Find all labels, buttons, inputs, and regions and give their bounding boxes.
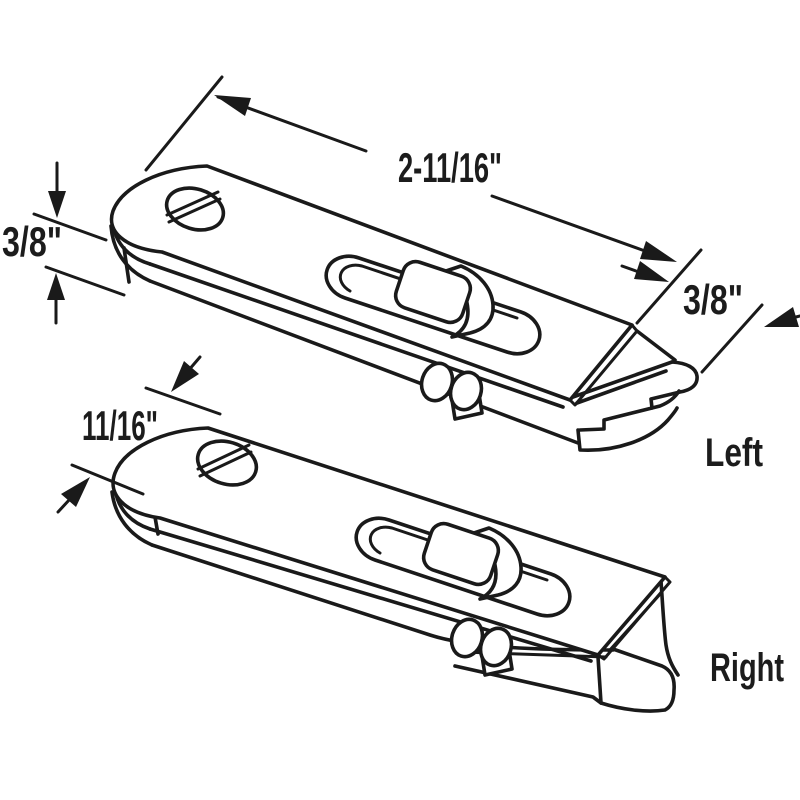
- dimension-width-ext-top: [144, 386, 222, 416]
- arrow-right-small-icon: [634, 261, 669, 282]
- left-latch-screw-slot-icon: [165, 190, 222, 224]
- left-latch-wedge-top-edge: [571, 360, 674, 399]
- arrow-down-left-icon: [171, 361, 199, 392]
- right-latch-pivot-posts: [449, 617, 514, 677]
- dimension-tip-depth: 3/8": [620, 261, 800, 374]
- dimension-width-ext-bottom: [70, 463, 145, 496]
- left-latch-tip-step-line: [650, 389, 681, 410]
- arrow-up-icon: [47, 273, 65, 300]
- left-latch-drawing: [109, 164, 699, 452]
- right-latch-knob-top-face: [421, 521, 501, 587]
- arrow-right-icon: [640, 241, 677, 262]
- right-variant-label: Right: [710, 646, 784, 690]
- right-latch-slot-inner-rim: [368, 525, 549, 582]
- dimension-height-ext-top: [32, 212, 108, 242]
- arrow-left-icon: [214, 95, 251, 116]
- left-latch-slot-inner-rim: [338, 263, 519, 320]
- right-latch-drawing: [110, 426, 680, 713]
- dimension-length-leader-right: [490, 194, 647, 253]
- right-latch-foot-outline: [596, 647, 676, 713]
- dimension-height-label: 3/8": [2, 218, 62, 265]
- right-latch-screw-hole: [195, 439, 259, 487]
- left-latch-wall-cap-edge: [109, 224, 152, 283]
- left-latch-screw-hole: [164, 186, 226, 232]
- dimension-height: 3/8": [2, 161, 126, 325]
- dimension-height-ext-bottom: [44, 265, 126, 297]
- right-latch-slider-knob: [421, 521, 523, 601]
- right-latch-gusset-right-edge: [659, 579, 680, 677]
- right-latch-rail-bottom-edge: [453, 664, 603, 705]
- left-latch-wall-tick: [122, 246, 131, 284]
- left-latch-tip-underside: [576, 406, 679, 452]
- dimension-length-label: 2-11/16": [398, 144, 502, 191]
- left-latch-knob-top-face: [393, 259, 473, 325]
- left-latch-slider-knob: [393, 259, 495, 339]
- left-latch-tip-outline: [578, 360, 699, 432]
- dimension-tip-leader-left: [620, 264, 638, 273]
- dimension-length: 2-11/16": [144, 75, 703, 325]
- dimension-tip-leader-right: [794, 314, 800, 319]
- dimension-length-ext-left: [144, 75, 224, 172]
- left-latch-wedge-inner-edge: [575, 369, 668, 405]
- left-variant-label: Left: [705, 431, 763, 475]
- dimension-length-ext-right: [635, 248, 703, 325]
- right-latch-plate-edge-double: [596, 575, 672, 661]
- dimension-width-label: 11/16": [82, 402, 158, 449]
- dimension-tip-ext-right: [700, 303, 764, 374]
- right-latch-wall-cap-edge: [110, 490, 154, 547]
- left-latch-pivot-posts: [419, 361, 484, 421]
- right-latch-rim-edge: [148, 527, 593, 663]
- right-latch-screw-slot-icon: [196, 443, 253, 478]
- dimension-width-leader-bottom: [56, 497, 72, 514]
- arrow-left-small-icon: [764, 307, 799, 327]
- dimension-width: 11/16": [56, 355, 222, 514]
- left-latch-rim-edge: [148, 262, 565, 409]
- dimension-tip-label: 3/8": [683, 276, 743, 323]
- left-latch-wedge-right-edge: [635, 329, 677, 362]
- left-latch-wall-bottom-edge: [148, 279, 580, 445]
- left-latch-plate-edge-double: [568, 323, 639, 407]
- arrow-down-icon: [48, 191, 66, 218]
